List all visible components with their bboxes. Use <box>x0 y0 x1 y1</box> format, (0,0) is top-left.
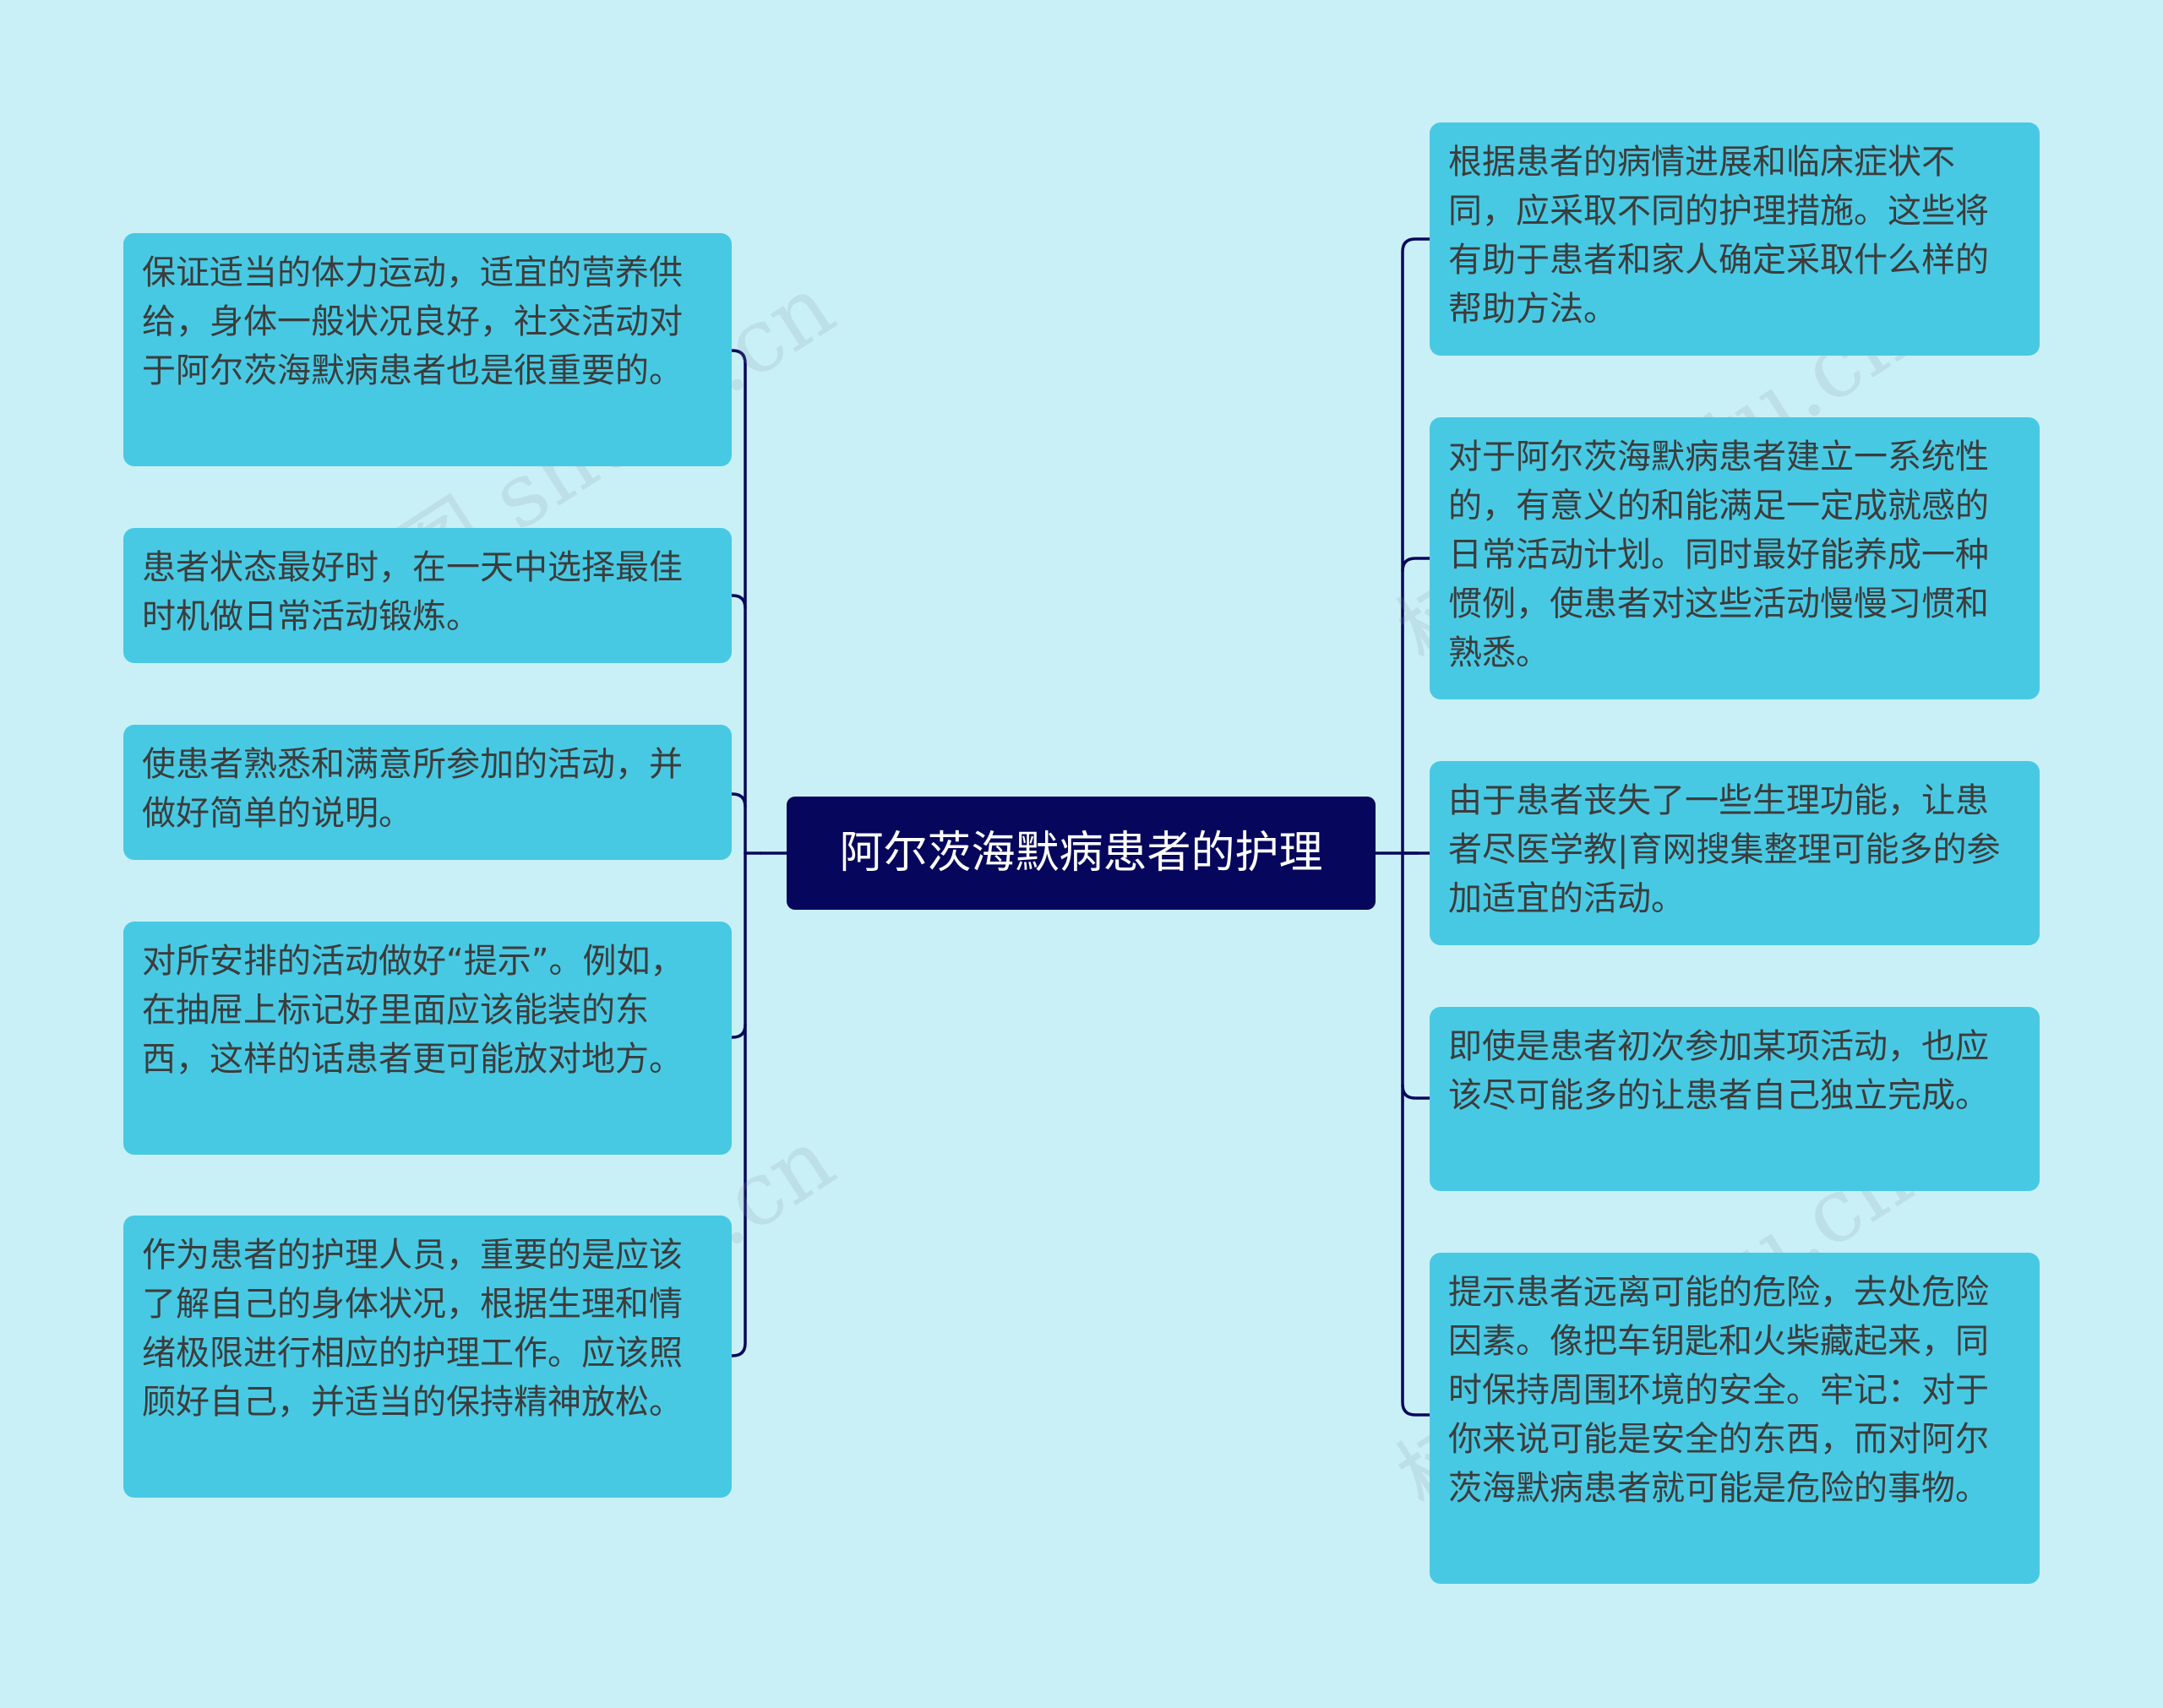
right-node-3[interactable]: 由于患者丧失了一些生理功能，让患者尽医学教|育网搜集整理可能多的参加适宜的活动。 <box>1430 761 2040 945</box>
left-node-1[interactable]: 保证适当的体力运动，适宜的营养供给，身体一般状况良好，社交活动对于阿尔茨海默病患… <box>123 233 732 466</box>
left-node-5[interactable]: 作为患者的护理人员，重要的是应该了解自己的身体状况，根据生理和情绪极限进行相应的… <box>123 1216 732 1498</box>
left-connector-3 <box>730 792 747 808</box>
right-connector-1 <box>1401 237 1431 855</box>
right-connector-2 <box>1401 557 1431 573</box>
left-node-2[interactable]: 患者状态最好时，在一天中选择最佳时机做日常活动锻炼。 <box>123 528 732 663</box>
left-connector-5 <box>730 1023 747 1357</box>
left-connector-4 <box>730 851 747 1039</box>
left-node-4[interactable]: 对所安排的活动做好“提示”。例如，在抽屉上标记好里面应该能装的东西，这样的话患者… <box>123 922 732 1155</box>
central-topic[interactable]: 阿尔茨海默病患者的护理 <box>787 797 1376 910</box>
left-connector-2 <box>730 594 747 610</box>
left-connector-1 <box>730 349 747 855</box>
left-node-3[interactable]: 使患者熟悉和满意所参加的活动，并做好简单的说明。 <box>123 725 732 860</box>
right-node-2[interactable]: 对于阿尔茨海默病患者建立一系统性的，有意义的和能满足一定成就感的日常活动计划。同… <box>1430 417 2040 699</box>
right-connector-5 <box>1401 1084 1431 1417</box>
right-node-1[interactable]: 根据患者的病情进展和临床症状不同，应采取不同的护理措施。这些将有助于患者和家人确… <box>1430 122 2040 356</box>
right-node-5[interactable]: 提示患者远离可能的危险，去处危险因素。像把车钥匙和火柴藏起来，同时保持周围环境的… <box>1430 1253 2040 1584</box>
right-connector-4 <box>1401 851 1431 1100</box>
right-node-4[interactable]: 即使是患者初次参加某项活动，也应该尽可能多的让患者自己独立完成。 <box>1430 1007 2040 1191</box>
